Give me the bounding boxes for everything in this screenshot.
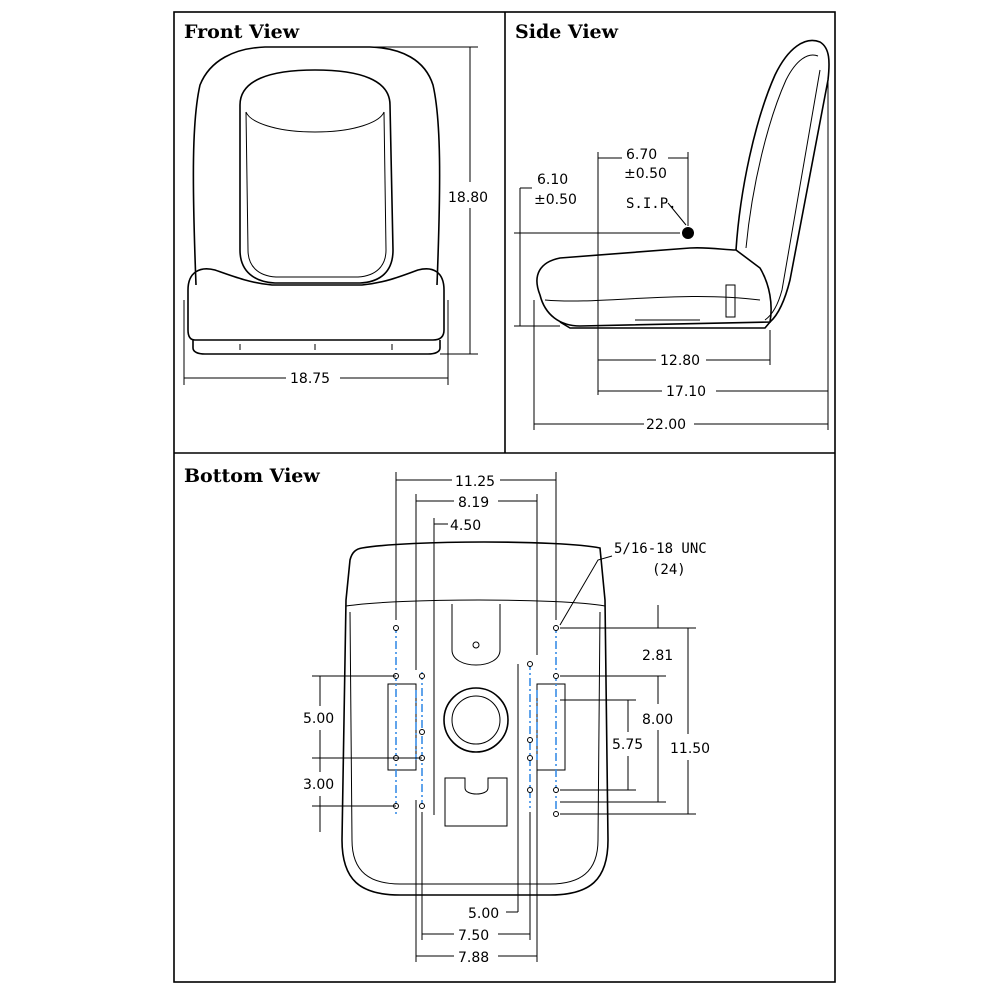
- dim-right-label-2: 8.00: [642, 712, 673, 728]
- mount-hole: [527, 755, 533, 761]
- mount-hole: [553, 787, 559, 793]
- side-sip-height-tol: ±0.50: [534, 192, 577, 208]
- dim-left-label-2: 3.00: [303, 777, 334, 793]
- bottom-view-title: Bottom View: [184, 465, 320, 487]
- dim-bottom-label-3: 7.88: [458, 950, 489, 966]
- mounting-holes: [393, 625, 559, 817]
- bottom-center-boss-outer: [443, 687, 509, 753]
- side-cushion-seam: [544, 295, 761, 302]
- thread-note: 5/16-18 UNC: [614, 541, 707, 557]
- side-base: [559, 321, 771, 329]
- front-view: Front View 18.80 18.75: [183, 21, 488, 387]
- mount-hole: [527, 661, 533, 667]
- dim-bottom-label-1: 5.00: [468, 906, 499, 922]
- side-sip-leader: [667, 202, 687, 226]
- dim-top-label-3: 4.50: [450, 518, 481, 534]
- mount-hole: [553, 673, 559, 679]
- bottom-pad-right: [536, 683, 566, 771]
- side-sip-depth-tol: ±0.50: [624, 166, 667, 182]
- bottom-seat-outline: [341, 541, 609, 896]
- mount-hole: [419, 729, 425, 735]
- dim-top-label-1: 11.25: [455, 474, 495, 490]
- mount-hole: [553, 811, 559, 817]
- bottom-seat-front-lip: [345, 599, 606, 607]
- side-sip-depth-label: 6.70: [626, 147, 657, 163]
- thread-count: (24): [652, 562, 686, 578]
- mount-hole: [527, 787, 533, 793]
- front-backrest-pad-inner2: [245, 111, 387, 278]
- dim-right-label-3: 5.75: [612, 737, 643, 753]
- front-seat-base: [192, 340, 441, 355]
- side-seat-cushion: [536, 246, 772, 327]
- front-seat-cushion: [187, 268, 445, 341]
- front-view-title: Front View: [184, 21, 300, 43]
- side-dim-17-10-label: 17.10: [666, 384, 706, 400]
- front-height-label: 18.80: [448, 190, 488, 206]
- bottom-handle-hole: [472, 641, 480, 649]
- side-dim-12-80-label: 12.80: [660, 353, 700, 369]
- thread-leader: [559, 555, 613, 626]
- side-sip-label: S.I.P.: [626, 196, 677, 212]
- mount-hole: [419, 673, 425, 679]
- dim-right-label-4: 11.50: [670, 741, 710, 757]
- bottom-center-boss-inner: [451, 695, 501, 745]
- mount-hole: [527, 737, 533, 743]
- dim-top-label-2: 8.19: [458, 495, 489, 511]
- front-backrest-pad: [239, 69, 394, 284]
- side-seat-back-rear: [764, 69, 821, 321]
- dim-left-label-1: 5.00: [303, 711, 334, 727]
- mount-hole: [553, 625, 559, 631]
- mount-hole: [393, 625, 399, 631]
- side-sip-height-label: 6.10: [537, 172, 568, 188]
- side-view: Side View S.I.P. 6.10 ±0.50 6.70 ±0.50: [514, 21, 830, 433]
- bottom-seat-inner-outline: [349, 611, 601, 885]
- side-dim-22-00-label: 22.00: [646, 417, 686, 433]
- mount-hole: [419, 803, 425, 809]
- side-mount-bracket: [725, 284, 736, 318]
- side-seat-back: [735, 39, 830, 323]
- side-view-title: Side View: [515, 21, 619, 43]
- dim-bottom-label-2: 7.50: [458, 928, 489, 944]
- bottom-handle-slot: [451, 604, 501, 666]
- bottom-tag-plate: [444, 777, 508, 827]
- side-sip-marker: [682, 227, 694, 239]
- bottom-pad-left: [387, 683, 417, 771]
- front-width-label: 18.75: [290, 371, 330, 387]
- side-seat-back-inner: [745, 54, 819, 249]
- bottom-view: Bottom View: [184, 465, 710, 966]
- front-seat-back-outline: [192, 46, 441, 286]
- dim-right-label-1: 2.81: [642, 648, 673, 664]
- front-backrest-pad-inner: [245, 111, 385, 133]
